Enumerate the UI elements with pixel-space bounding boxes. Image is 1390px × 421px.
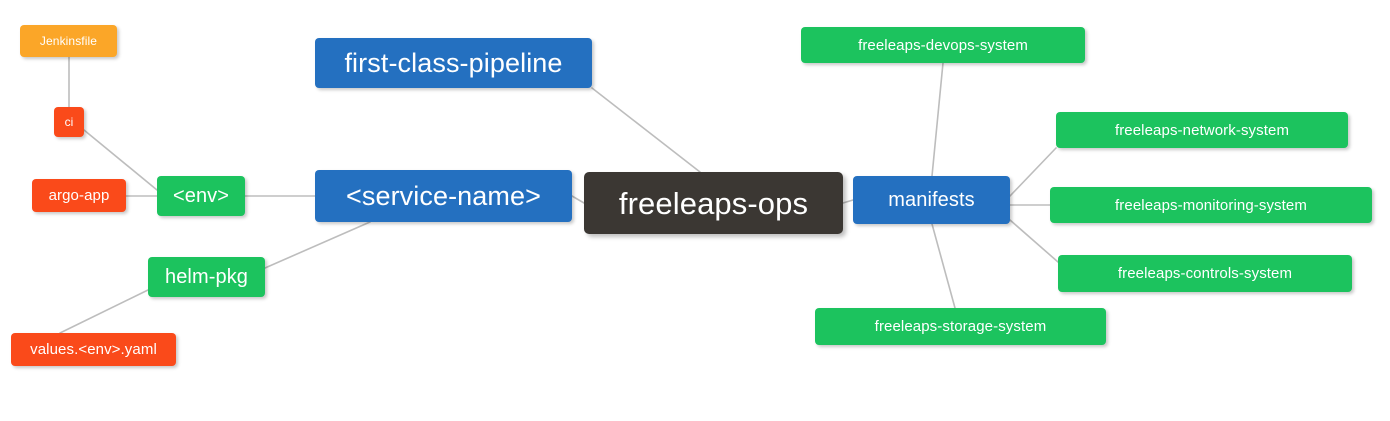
mindmap-node-argoapp[interactable]: argo-app (32, 179, 126, 212)
edge-root-to-manifests (842, 199, 854, 204)
mindmap-node-jenkinsfile[interactable]: Jenkinsfile (20, 25, 117, 57)
edge-helm-to-values (59, 289, 149, 334)
mindmap-node-devops[interactable]: freeleaps-devops-system (801, 27, 1085, 63)
edge-manifests-to-devops (931, 62, 944, 177)
mindmap-node-manifests[interactable]: manifests (853, 176, 1010, 224)
edge-manifests-to-storage (931, 223, 956, 309)
mindmap-node-pipeline[interactable]: first-class-pipeline (315, 38, 592, 88)
edge-manifests-to-controls (1009, 219, 1059, 263)
mindmap-node-values[interactable]: values.<env>.yaml (11, 333, 176, 366)
mindmap-node-ci[interactable]: ci (54, 107, 84, 137)
mindmap-node-network[interactable]: freeleaps-network-system (1056, 112, 1348, 148)
edge-root-to-pipeline (591, 87, 701, 173)
mindmap-node-root[interactable]: freeleaps-ops (584, 172, 843, 234)
mindmap-node-controls[interactable]: freeleaps-controls-system (1058, 255, 1352, 292)
mindmap-node-monitoring[interactable]: freeleaps-monitoring-system (1050, 187, 1372, 223)
mindmap-node-service[interactable]: <service-name> (315, 170, 572, 222)
mindmap-node-helm[interactable]: helm-pkg (148, 257, 265, 297)
edge-service-to-helm (264, 221, 371, 269)
mindmap-node-storage[interactable]: freeleaps-storage-system (815, 308, 1106, 345)
edge-manifests-to-network (1009, 147, 1057, 197)
edge-root-to-service (571, 195, 585, 204)
mindmap-node-env[interactable]: <env> (157, 176, 245, 216)
